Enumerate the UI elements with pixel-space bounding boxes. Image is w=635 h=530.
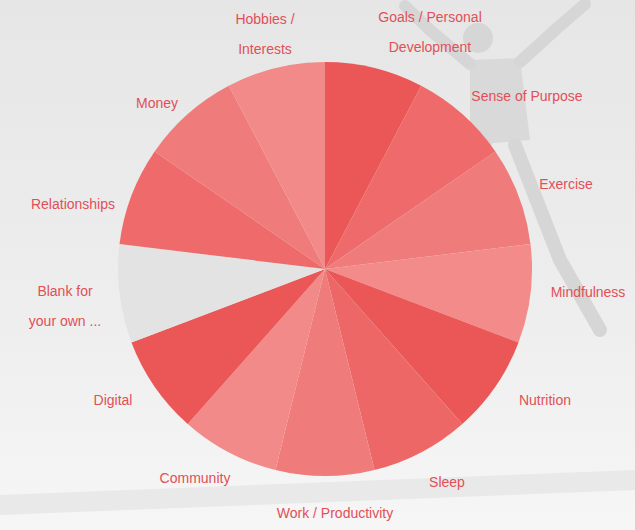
segment-label: Digital xyxy=(94,385,133,415)
segment-label: Sense of Purpose xyxy=(471,81,582,111)
segment-label: Mindfulness xyxy=(551,277,626,307)
segment-label: Hobbies / Interests xyxy=(229,4,301,64)
segment-label: Community xyxy=(160,463,231,493)
segment-label: Exercise xyxy=(539,169,593,199)
segment-label: Goals / Personal Development xyxy=(350,2,510,62)
segment-label: Work / Productivity xyxy=(277,498,393,528)
runner-silhouette xyxy=(0,4,635,505)
segment-label: Blank for your own ... xyxy=(23,276,107,336)
segment-label: Relationships xyxy=(31,189,115,219)
segment-label: Sleep xyxy=(429,467,465,497)
wheel-group xyxy=(118,62,532,476)
segment-label: Money xyxy=(136,88,178,118)
segment-label: Nutrition xyxy=(519,385,571,415)
wheel-segment xyxy=(229,62,325,269)
